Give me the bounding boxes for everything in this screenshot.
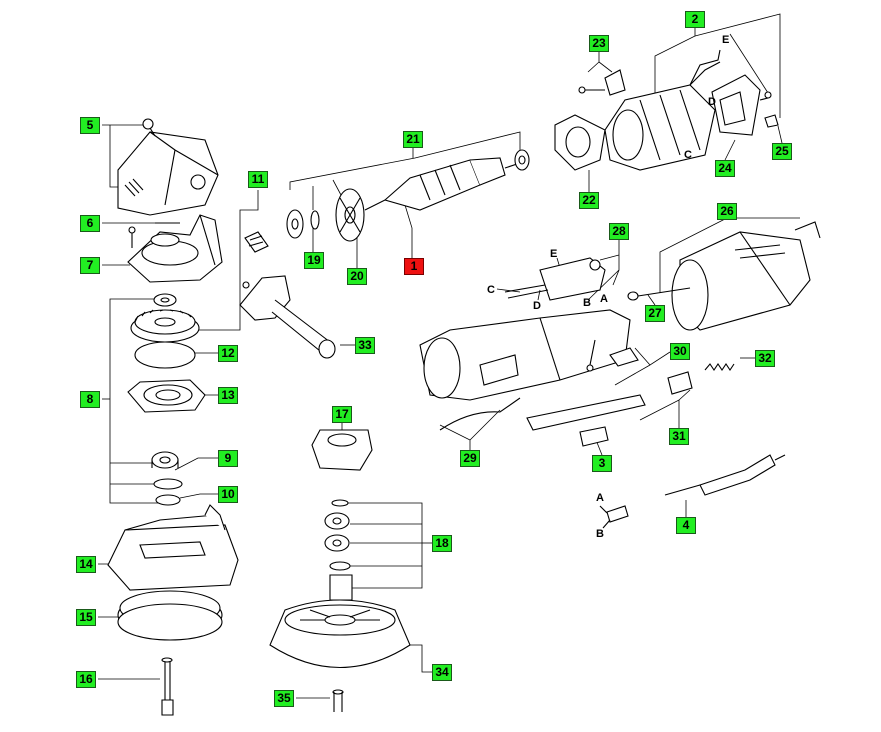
stator-part bbox=[604, 61, 721, 171]
callout-26[interactable]: 26 bbox=[717, 203, 737, 220]
circlip-10-part bbox=[155, 494, 181, 506]
callout-28[interactable]: 28 bbox=[609, 223, 629, 240]
stator-plate-part bbox=[554, 114, 606, 171]
washer-18-part bbox=[329, 561, 351, 571]
callout-4[interactable]: 4 bbox=[676, 517, 696, 534]
armature-part bbox=[364, 157, 521, 211]
bracket-31-part bbox=[667, 371, 693, 395]
clamp-30-part bbox=[609, 347, 639, 367]
callout-33[interactable]: 33 bbox=[355, 337, 375, 354]
screw-25-part bbox=[759, 91, 779, 128]
callout-18[interactable]: 18 bbox=[432, 535, 452, 552]
callout-23[interactable]: 23 bbox=[589, 35, 609, 52]
callout-29[interactable]: 29 bbox=[460, 450, 480, 467]
callout-34[interactable]: 34 bbox=[432, 664, 452, 681]
callout-10[interactable]: 10 bbox=[218, 486, 238, 503]
bearing-18b-part bbox=[324, 534, 350, 552]
callout-16[interactable]: 16 bbox=[76, 671, 96, 688]
spring-32-part bbox=[704, 363, 735, 371]
seal-ring-part bbox=[117, 590, 223, 641]
callout-8[interactable]: 8 bbox=[80, 391, 100, 408]
callout-22[interactable]: 22 bbox=[579, 192, 599, 209]
motor-housing-part bbox=[671, 221, 821, 331]
callout-25[interactable]: 25 bbox=[772, 143, 792, 160]
callout-27[interactable]: 27 bbox=[645, 305, 665, 322]
bearing-19-part bbox=[286, 209, 304, 239]
letter-b-suppressor: B bbox=[596, 528, 604, 540]
letter-d-switch: D bbox=[533, 300, 541, 312]
callout-7[interactable]: 7 bbox=[80, 257, 100, 274]
bearing-9-part bbox=[151, 451, 179, 469]
letter-c-switch: C bbox=[487, 284, 495, 296]
gear-housing-part bbox=[127, 214, 223, 283]
callout-32[interactable]: 32 bbox=[755, 350, 775, 367]
bearing-18a-part bbox=[324, 512, 350, 530]
callout-6[interactable]: 6 bbox=[80, 215, 100, 232]
letter-a-suppressor: A bbox=[596, 492, 604, 504]
callout-9[interactable]: 9 bbox=[218, 450, 238, 467]
eccentric-spindle-part bbox=[161, 657, 174, 716]
pad-screw-part bbox=[332, 689, 344, 712]
callout-5[interactable]: 5 bbox=[80, 117, 100, 134]
screw-5-part bbox=[142, 118, 156, 137]
switch-part bbox=[504, 257, 606, 301]
callout-24[interactable]: 24 bbox=[715, 160, 735, 177]
pinion-part bbox=[244, 231, 269, 253]
callout-21[interactable]: 21 bbox=[403, 131, 423, 148]
armature-bearing-part bbox=[514, 149, 530, 171]
letter-e-stator: E bbox=[722, 34, 730, 46]
callout-2[interactable]: 2 bbox=[685, 11, 705, 28]
callout-3[interactable]: 3 bbox=[592, 455, 612, 472]
letter-d-stator: D bbox=[708, 96, 716, 108]
callout-1[interactable]: 1 bbox=[404, 258, 424, 275]
felt-ring-part bbox=[134, 341, 196, 369]
brush-holder-part bbox=[711, 74, 761, 136]
callout-30[interactable]: 30 bbox=[670, 343, 690, 360]
screw-28-part bbox=[586, 339, 596, 372]
bevel-gear-part bbox=[130, 309, 200, 343]
callout-31[interactable]: 31 bbox=[669, 428, 689, 445]
lower-housing-part bbox=[107, 504, 239, 591]
callout-20[interactable]: 20 bbox=[347, 268, 367, 285]
letter-a-switch: A bbox=[600, 293, 608, 305]
circlip-9-part bbox=[153, 478, 183, 490]
bearing-flange-part bbox=[127, 379, 206, 413]
letter-c-stator: C bbox=[684, 149, 692, 161]
clip-23-part bbox=[578, 69, 626, 96]
shaft-18-part bbox=[329, 574, 353, 601]
switch-lever-part bbox=[526, 394, 646, 447]
sanding-pad-part bbox=[269, 599, 411, 668]
eccentric-part bbox=[311, 429, 373, 471]
letter-e-switch: E bbox=[550, 248, 558, 260]
callout-11[interactable]: 11 bbox=[248, 171, 268, 188]
letter-b-switch: B bbox=[583, 297, 591, 309]
suppressor-part bbox=[599, 505, 629, 529]
screw-27-part bbox=[627, 287, 691, 301]
mains-cable-part bbox=[664, 454, 786, 496]
main-housing-part bbox=[419, 309, 631, 401]
stator-wires-part bbox=[689, 49, 721, 86]
gear-cover-part bbox=[117, 131, 219, 216]
callout-12[interactable]: 12 bbox=[218, 345, 238, 362]
circlip-18-part bbox=[331, 499, 349, 507]
fan-part bbox=[335, 188, 365, 242]
bearing-top-part bbox=[153, 293, 177, 307]
callout-19[interactable]: 19 bbox=[304, 252, 324, 269]
side-handle-part bbox=[239, 275, 336, 359]
callout-15[interactable]: 15 bbox=[76, 609, 96, 626]
leader-lines bbox=[98, 13, 800, 699]
parts-artwork bbox=[107, 49, 821, 716]
circlip-19-part bbox=[310, 210, 320, 230]
callout-17[interactable]: 17 bbox=[332, 406, 352, 423]
screw-6-part bbox=[128, 222, 180, 248]
wire-29-part bbox=[439, 397, 521, 431]
callout-35[interactable]: 35 bbox=[274, 690, 294, 707]
callout-14[interactable]: 14 bbox=[76, 556, 96, 573]
callout-13[interactable]: 13 bbox=[218, 387, 238, 404]
